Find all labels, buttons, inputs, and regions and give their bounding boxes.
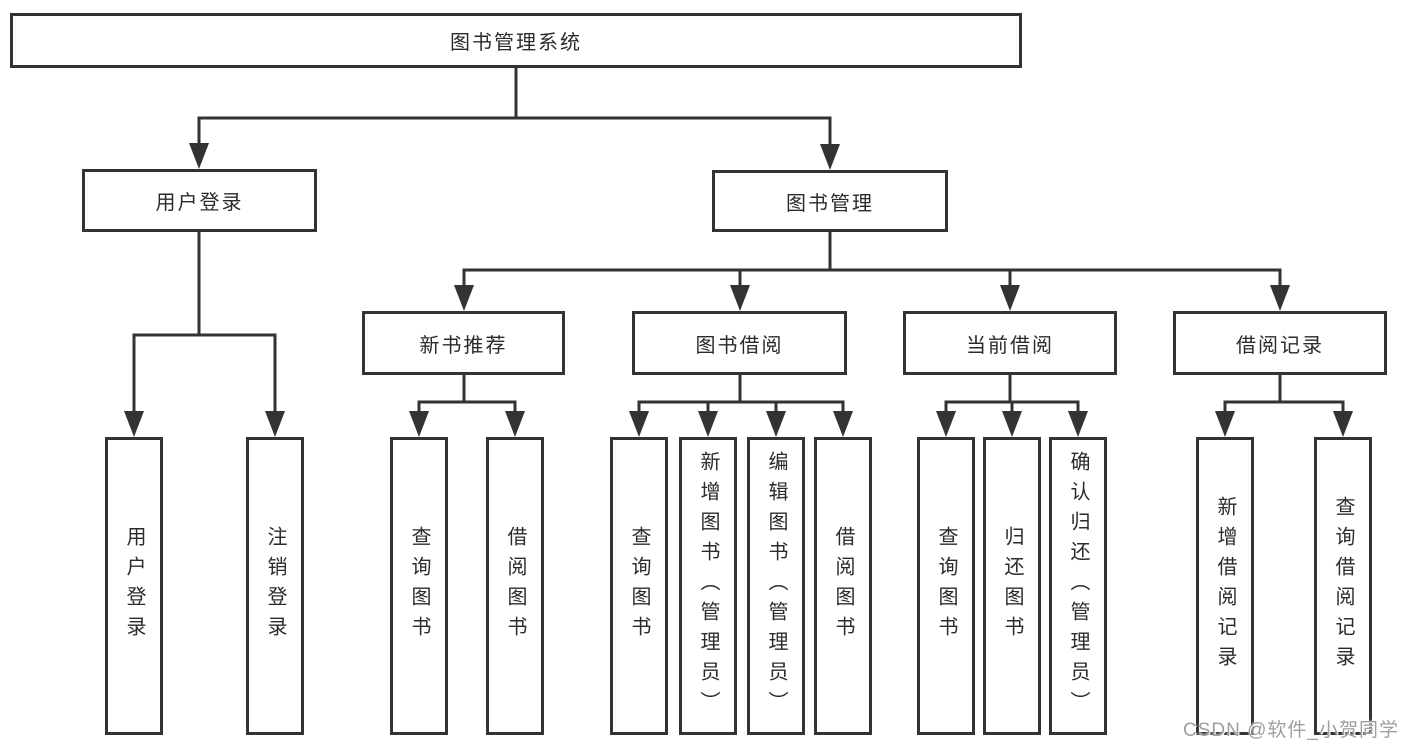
leaf-edit-book-admin: 编辑图书（管理员） <box>747 437 805 735</box>
node-current-borrowing: 当前借阅 <box>903 311 1117 375</box>
arrowhead-icon <box>505 411 525 437</box>
arrowhead-icon <box>1270 285 1290 311</box>
node-book-borrowing: 图书借阅 <box>632 311 847 375</box>
node-library-system: 图书管理系统 <box>10 13 1022 68</box>
arrowhead-icon <box>833 411 853 437</box>
connector-borrow-records-to-leaves <box>1223 373 1345 415</box>
connector-current-borrow-to-leaves <box>944 373 1080 415</box>
arrowhead-icon <box>1068 411 1088 437</box>
arrowhead-icon <box>730 285 750 311</box>
leaf-query-borrow-record: 查询借阅记录 <box>1314 437 1372 735</box>
arrowhead-icon <box>766 411 786 437</box>
arrowhead-icon <box>409 411 429 437</box>
arrowhead-icon <box>1000 285 1020 311</box>
arrowhead-icon <box>698 411 718 437</box>
arrowhead-icon <box>629 411 649 437</box>
arrowheads <box>124 143 1353 437</box>
leaf-borrow-books-1: 借阅图书 <box>486 437 544 735</box>
leaf-query-books-3: 查询图书 <box>917 437 975 735</box>
node-user-login: 用户登录 <box>82 169 317 232</box>
node-new-book-recommend: 新书推荐 <box>362 311 565 375</box>
node-book-management: 图书管理 <box>712 170 948 232</box>
arrowhead-icon <box>265 411 285 437</box>
connector-book-borrow-to-leaves <box>637 373 845 415</box>
leaf-return-books: 归还图书 <box>983 437 1041 735</box>
leaf-logout: 注销登录 <box>246 437 304 735</box>
watermark: CSDN @软件_小贺同学 <box>1183 720 1399 741</box>
arrowhead-icon <box>1002 411 1022 437</box>
connector-new-book-to-leaves <box>417 373 517 415</box>
leaf-user-login: 用户登录 <box>105 437 163 735</box>
arrowhead-icon <box>936 411 956 437</box>
leaf-borrow-books-2: 借阅图书 <box>814 437 872 735</box>
arrowhead-icon <box>189 143 209 169</box>
arrowhead-icon <box>454 285 474 311</box>
leaf-query-books-1: 查询图书 <box>390 437 448 735</box>
leaf-add-borrow-record: 新增借阅记录 <box>1196 437 1254 735</box>
arrowhead-icon <box>820 144 840 170</box>
arrowhead-icon <box>1215 411 1235 437</box>
node-borrow-records: 借阅记录 <box>1173 311 1387 375</box>
leaf-query-books-2: 查询图书 <box>610 437 668 735</box>
connector-book-mgmt-to-level3 <box>462 230 1282 289</box>
connector-user-login-to-leaves <box>132 230 277 415</box>
leaf-confirm-return-admin: 确认归还（管理员） <box>1049 437 1107 735</box>
arrowhead-icon <box>124 411 144 437</box>
leaf-add-book-admin: 新增图书（管理员） <box>679 437 737 735</box>
connector-root-to-level2 <box>197 66 832 148</box>
arrowhead-icon <box>1333 411 1353 437</box>
